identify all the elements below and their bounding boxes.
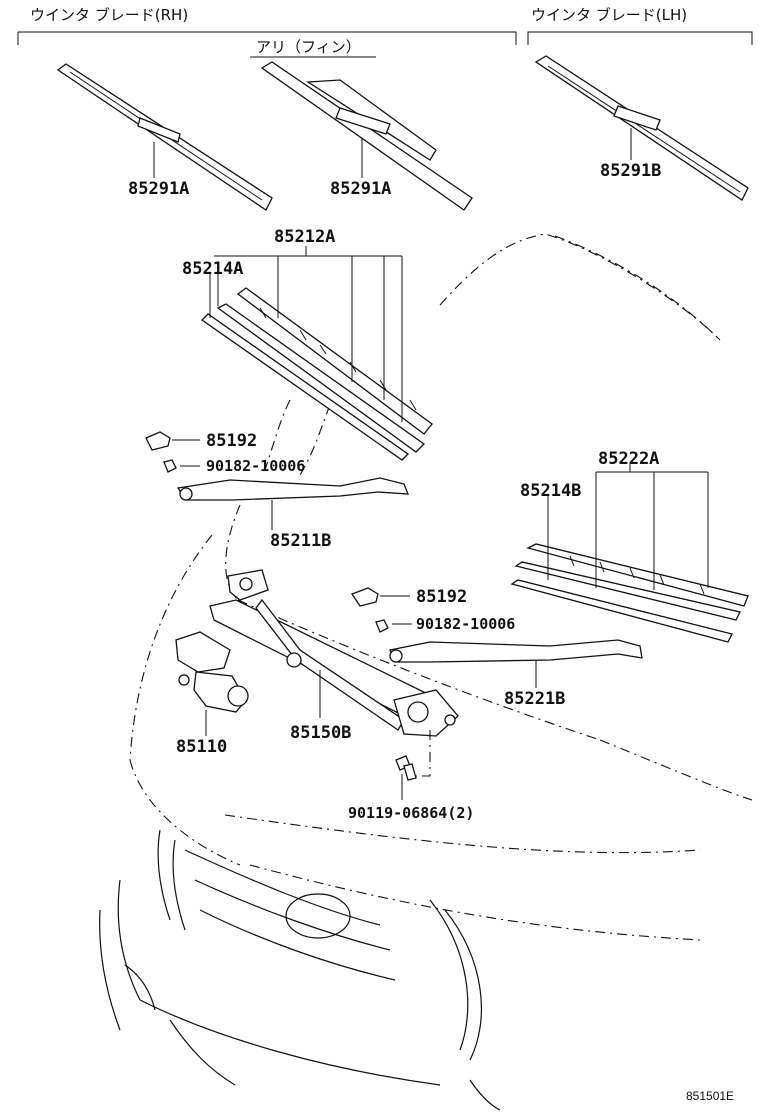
wiper-blade-rh-fin xyxy=(260,61,473,211)
wiper-blade-rh-1 xyxy=(56,63,273,211)
wiper-arm-lh xyxy=(389,639,643,688)
wiper-arm-rh xyxy=(176,477,409,530)
label-85150b: 85150B xyxy=(290,723,351,743)
label-85192-1: 85192 xyxy=(206,431,257,451)
label-90182-1: 90182-10006 xyxy=(206,457,305,475)
label-90182-2: 90182-10006 xyxy=(416,615,515,633)
header-rh: ウインタ ブレード(RH) xyxy=(30,6,188,24)
label-85211b: 85211B xyxy=(270,531,331,551)
blade-assembly-lh xyxy=(510,462,749,643)
label-85110: 85110 xyxy=(176,737,227,757)
label-85291a-2: 85291A xyxy=(330,179,391,199)
label-85291b: 85291B xyxy=(600,161,661,181)
label-85212a: 85212A xyxy=(274,227,335,247)
vehicle-outline xyxy=(99,233,753,1111)
label-85214b: 85214B xyxy=(520,481,581,501)
label-85214a: 85214A xyxy=(182,259,243,279)
header-fin-subtitle: アリ（フィン） xyxy=(256,38,361,56)
header-lh: ウインタ ブレード(LH) xyxy=(531,6,687,24)
bolt-90119 xyxy=(395,755,417,800)
blade-assembly-rh xyxy=(200,246,433,461)
label-85192-2: 85192 xyxy=(416,587,467,607)
wiper-motor xyxy=(175,631,249,736)
label-85291a-1: 85291A xyxy=(128,179,189,199)
label-90119: 90119-06864(2) xyxy=(348,804,474,822)
figure-id: 851501E xyxy=(686,1089,734,1103)
header-bracket-rh xyxy=(17,31,517,45)
wiper-link-assembly xyxy=(209,569,459,777)
label-85221b: 85221B xyxy=(504,689,565,709)
cap-85192-lh xyxy=(351,587,412,633)
label-85222a: 85222A xyxy=(598,449,659,469)
cap-85192-rh xyxy=(145,431,200,473)
header-bracket-lh xyxy=(527,31,753,45)
wiper-blade-lh xyxy=(534,55,749,201)
